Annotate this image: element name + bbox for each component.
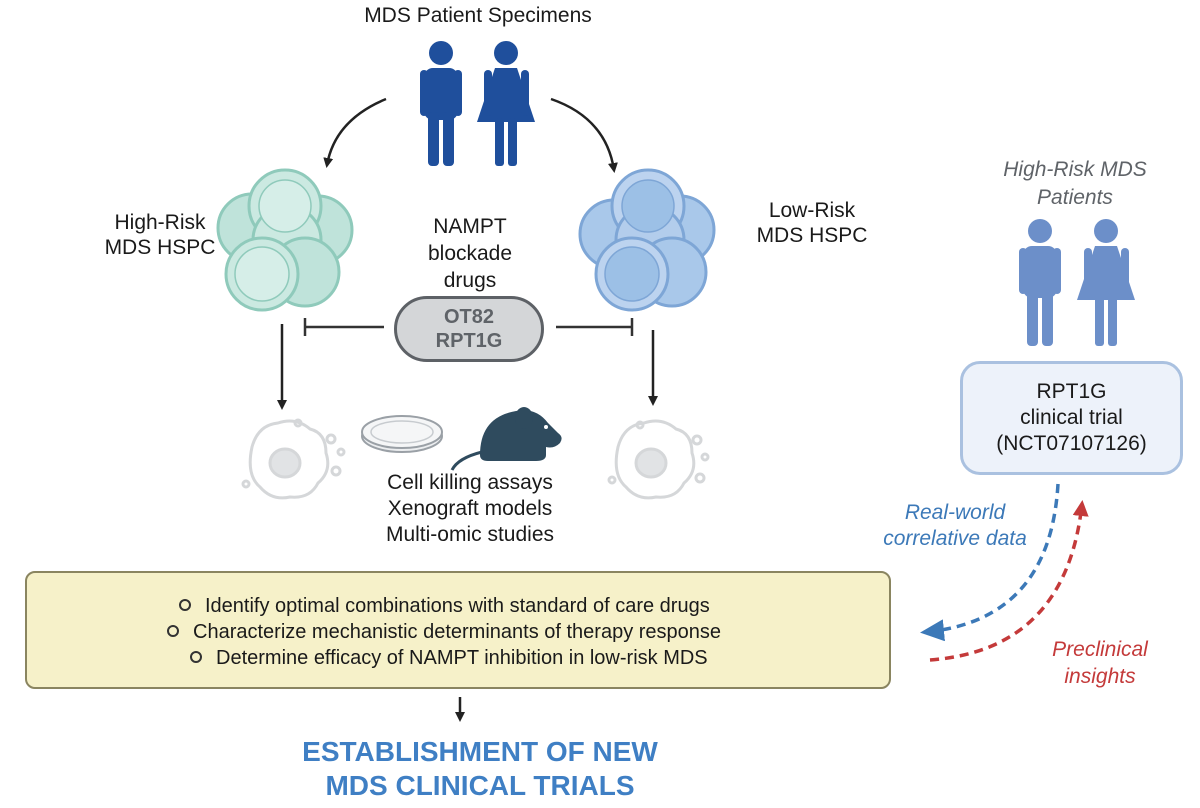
dying-cell-icon [607, 419, 710, 500]
arrow-to-low-risk [550, 97, 618, 173]
arrow-to-high-risk [323, 97, 387, 168]
patient-male-icon [420, 41, 462, 166]
goal-item: Determine efficacy of NAMPT inhibition i… [190, 646, 708, 670]
inhibit-low-risk [556, 318, 634, 336]
patient-female-icon [477, 41, 535, 166]
goal-item: Identify optimal combinations with stand… [179, 594, 710, 618]
top-title: MDS Patient Specimens [364, 4, 592, 27]
real-world-label: Real-world correlative data [883, 501, 1027, 550]
patient-male-icon [1019, 219, 1061, 346]
bullet-icon [167, 624, 179, 637]
drug-pill: OT82 RPT1G [394, 296, 544, 362]
dying-cell-icon [241, 418, 346, 500]
drug-rpt1g: RPT1G [435, 330, 503, 352]
assay-list: Cell killing assays Xenograft models Mul… [385, 471, 555, 546]
inhibit-high-risk [303, 318, 384, 336]
outcome-title: ESTABLISHMENT OF NEW MDS CLINICAL TRIALS [302, 736, 658, 801]
petri-dish-icon [361, 415, 443, 453]
low-risk-label: Low-Risk MDS HSPC [756, 199, 868, 247]
nampt-label: NAMPT blockade drugs [427, 215, 513, 292]
clinical-trial-box: RPT1G clinical trial (NCT07107126) [960, 361, 1183, 475]
patient-female-icon [1077, 219, 1135, 346]
mouse-icon [450, 407, 562, 471]
cell-cluster-icon [578, 168, 716, 312]
cell-cluster-icon [216, 168, 354, 312]
bullet-icon [179, 598, 191, 611]
goal-item: Characterize mechanistic determinants of… [167, 620, 721, 644]
preclinical-insights-arrow [929, 500, 1089, 662]
drug-ot82: OT82 [443, 306, 495, 328]
bullet-icon [190, 650, 202, 663]
high-risk-patients-label: High-Risk MDS Patients [1003, 158, 1147, 209]
goals-box: Identify optimal combinations with stand… [25, 571, 891, 689]
preclinical-label: Preclinical insights [1052, 638, 1148, 688]
high-risk-label: High-Risk MDS HSPC [104, 211, 216, 259]
real-world-data-arrow [920, 483, 1060, 642]
